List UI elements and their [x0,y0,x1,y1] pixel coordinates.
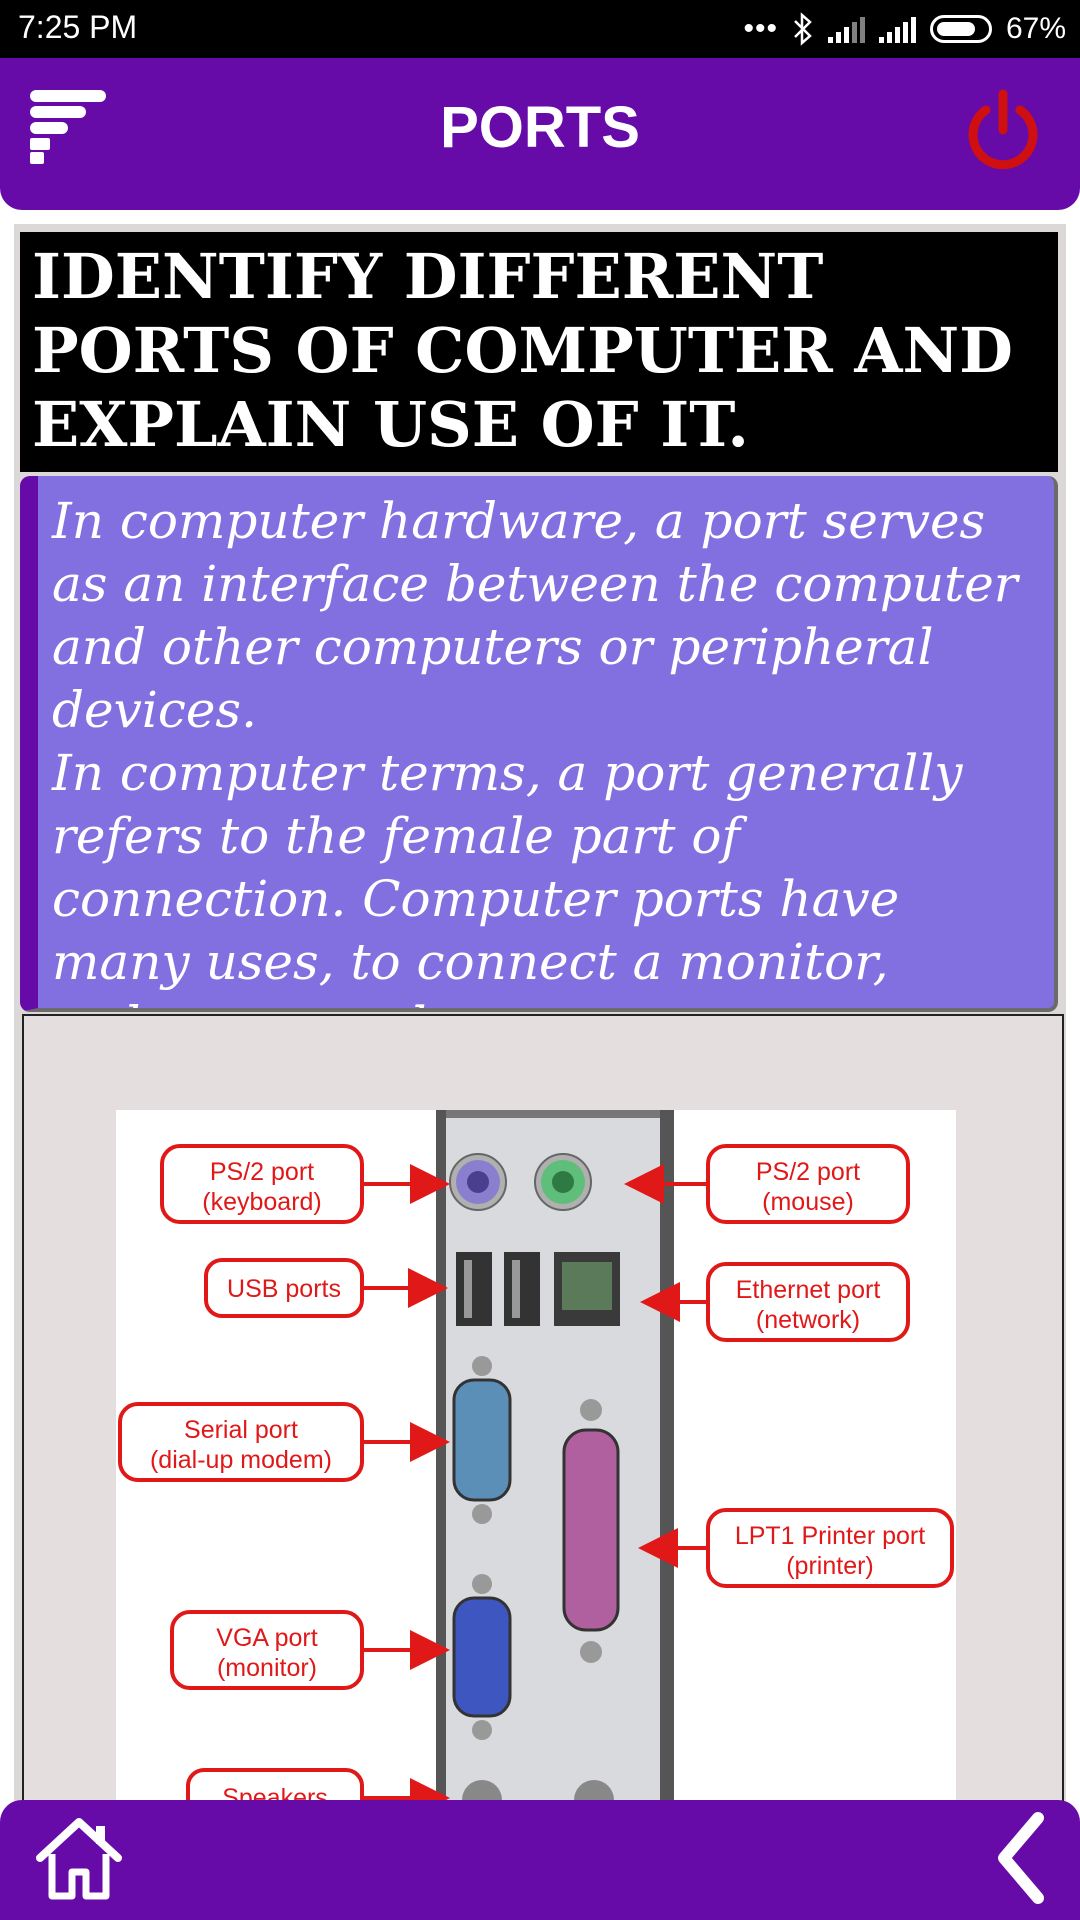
label-ps2-keyboard-line1: PS/2 port [210,1158,314,1186]
label-box-ps2-keyboard [160,1144,364,1224]
app-bar: PORTS [0,58,1080,210]
ps2-keyboard-port [449,1153,507,1211]
status-time: 7:25 PM [18,9,138,45]
page-title: PORTS [440,95,640,160]
label-box-ethernet [706,1262,910,1342]
signal-icon-1 [827,15,865,43]
home-icon[interactable] [34,1814,124,1902]
label-serial-line2: (dial-up modem) [150,1446,332,1474]
ports-diagram: PS/2 port (keyboard) PS/2 port (mouse) U… [116,1110,956,1810]
label-box-usb [204,1258,364,1318]
label-lpt1-line1: LPT1 Printer port [735,1522,925,1550]
description-paragraph-2: In computer terms, a port generally refe… [52,744,963,1008]
ps2-mouse-port [534,1153,592,1211]
label-ps2-mouse-line1: PS/2 port [756,1158,860,1186]
label-box-vga [170,1610,364,1690]
serial-port [452,1356,512,1524]
bluetooth-icon [794,12,812,46]
usb-ports [456,1252,540,1326]
bottom-nav-bar [0,1800,1080,1920]
label-usb: USB ports [227,1275,341,1303]
vga-port [452,1574,512,1740]
label-box-serial [118,1402,364,1482]
ethernet-port [554,1252,620,1326]
power-icon[interactable] [962,88,1044,170]
more-notifications-icon: ••• [743,12,778,45]
menu-icon[interactable] [28,88,108,168]
battery-percent: 67% [1005,12,1066,45]
label-box-ps2-mouse [706,1144,910,1224]
label-vga-line2: (monitor) [217,1654,317,1682]
section-heading: IDENTIFY DIFFERENT PORTS OF COMPUTER AND… [20,232,1058,472]
label-ps2-mouse-line2: (mouse) [762,1188,854,1216]
label-ethernet-line2: (network) [756,1306,860,1334]
description-card: In computer hardware, a port serves as a… [20,476,1058,1012]
status-bar: 7:25 PM ••• 67% [0,0,1080,58]
back-icon[interactable] [990,1812,1050,1904]
status-icons: ••• 67% [743,8,1066,50]
battery-icon [929,15,992,43]
label-ethernet-line1: Ethernet port [736,1276,881,1304]
label-box-lpt1 [706,1508,954,1588]
label-ps2-keyboard-line2: (keyboard) [202,1188,322,1216]
signal-icon-2 [878,15,916,43]
label-vga-line1: VGA port [216,1624,317,1652]
lpt1-port [562,1399,620,1663]
label-lpt1-line2: (printer) [786,1552,874,1580]
description-paragraph-1: In computer hardware, a port serves as a… [52,492,1018,739]
label-serial-line1: Serial port [184,1416,298,1444]
